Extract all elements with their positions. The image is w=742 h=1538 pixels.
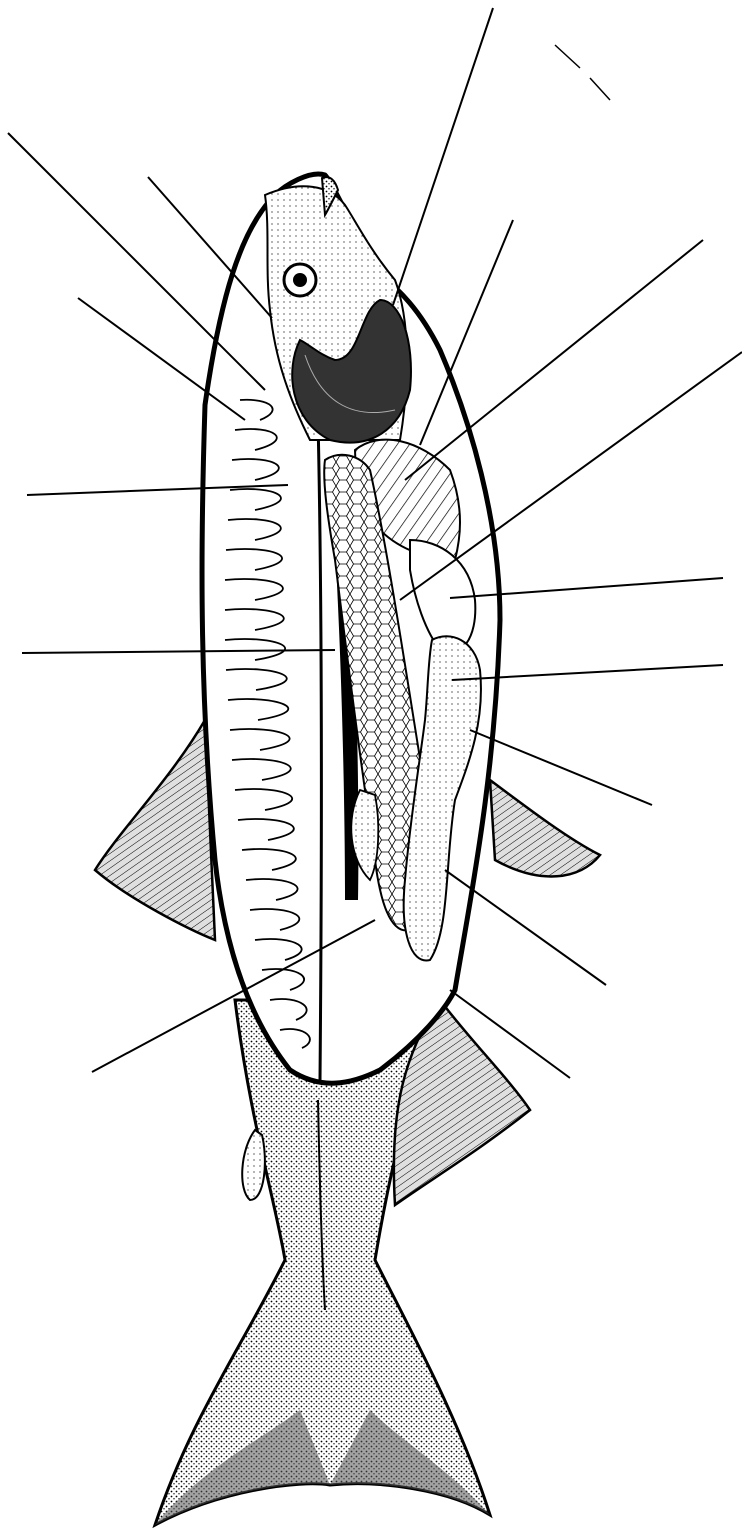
leader-line xyxy=(393,8,493,305)
leader-line xyxy=(445,870,606,985)
stray-marks xyxy=(555,45,610,100)
leader-line xyxy=(405,240,703,480)
right-pectoral-fin xyxy=(490,780,600,876)
leader-line xyxy=(420,220,513,445)
anal-fin-lobe xyxy=(242,1130,265,1200)
leader-line xyxy=(8,133,265,390)
left-pelvic-fin xyxy=(95,720,215,940)
